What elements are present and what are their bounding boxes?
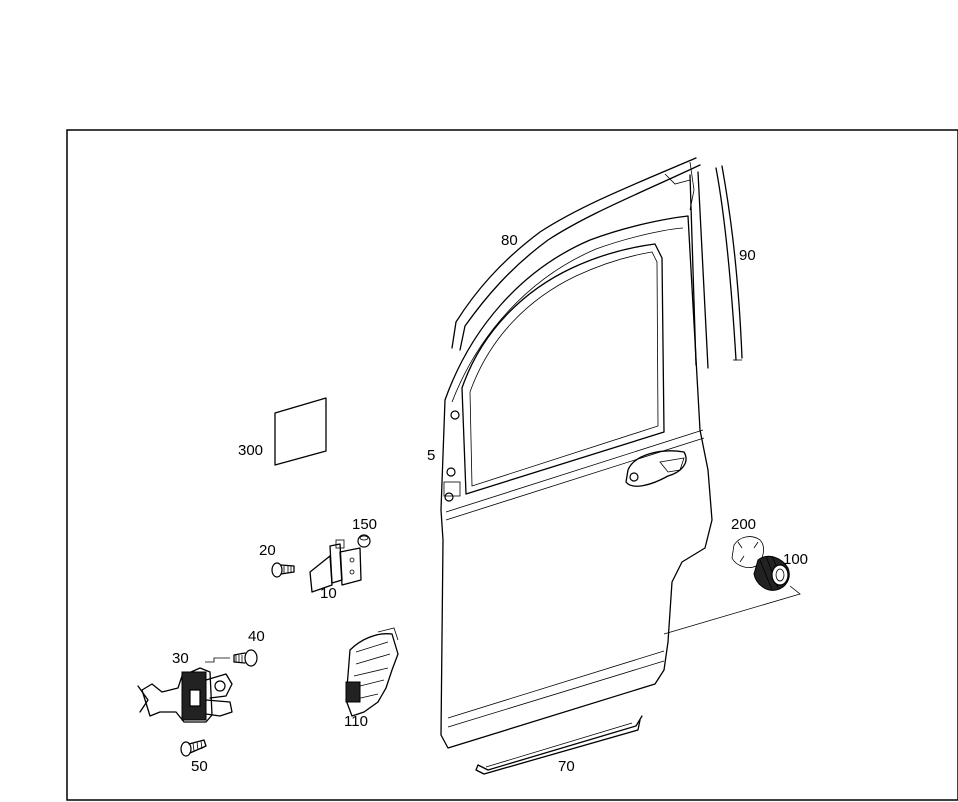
door-check-strap	[137, 667, 233, 723]
window-channel-seal	[451, 157, 709, 369]
end-cap	[753, 555, 790, 591]
label-300: 300	[238, 442, 263, 459]
door-shell	[440, 215, 713, 749]
door-hinge	[309, 539, 362, 593]
sill-trim-strip	[475, 715, 643, 775]
label-80: 80	[501, 232, 518, 249]
cable-grommet	[345, 627, 399, 717]
label-5: 5	[427, 447, 435, 464]
check-strap-screw	[180, 739, 207, 757]
label-20: 20	[259, 542, 276, 559]
diagram-frame	[66, 129, 958, 801]
label-sticker	[274, 397, 327, 466]
label-90: 90	[739, 247, 756, 264]
plug-cap	[357, 534, 371, 548]
hinge-bolt	[271, 562, 295, 578]
label-10: 10	[320, 585, 337, 602]
label-150: 150	[352, 516, 377, 533]
label-110: 110	[344, 713, 368, 730]
label-40: 40	[248, 628, 265, 645]
check-strap-bolt	[233, 649, 258, 667]
round-seal-disc	[731, 536, 764, 568]
label-200: 200	[731, 516, 756, 533]
window-guide-strip	[715, 165, 743, 361]
label-30: 30	[172, 650, 189, 667]
label-70: 70	[558, 758, 575, 775]
label-50: 50	[191, 758, 208, 775]
label-100: 100	[783, 551, 808, 568]
door-handle	[625, 450, 687, 487]
